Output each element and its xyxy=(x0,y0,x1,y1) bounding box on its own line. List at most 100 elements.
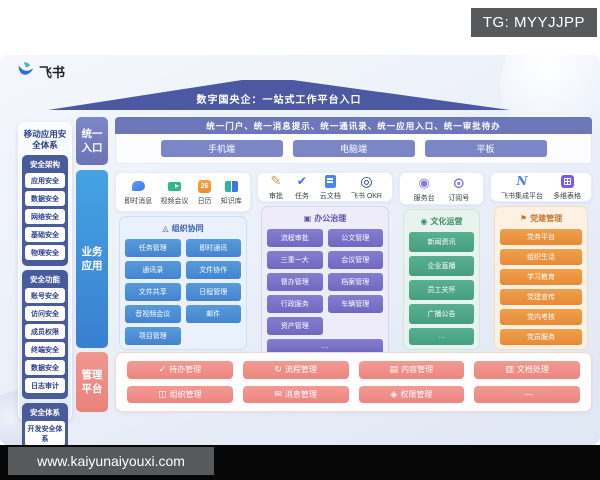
feature-button[interactable]: 项目管理 xyxy=(125,327,181,345)
feature-button[interactable]: … xyxy=(409,328,474,345)
app-shortcut[interactable]: 多维表格 xyxy=(553,173,581,201)
app-shortcut[interactable]: 飞书集成平台 xyxy=(501,173,543,201)
device-button[interactable]: 平板 xyxy=(424,140,547,157)
app-label: 视频会议 xyxy=(160,198,189,205)
management-platform-label: 管理平台 xyxy=(76,352,108,412)
card-title: 办公治理 xyxy=(314,214,347,223)
feature-button[interactable]: 资产管理 xyxy=(267,317,323,335)
security-item[interactable]: 访问安全 xyxy=(25,306,65,322)
app-shortcut[interactable]: 视频会议 xyxy=(160,178,188,206)
card-header: 办公治理 xyxy=(267,213,383,224)
security-section-title: 安全功能 xyxy=(30,275,60,285)
card-items: 流程审批公文管理三重一大会议管理督办管理档案管理行政服务车辆管理资产管理 … xyxy=(267,229,383,354)
bottom-band: www.kaiyunaiyouxi.com xyxy=(0,445,600,480)
security-item[interactable]: 开发安全体系 xyxy=(25,421,65,445)
management-button[interactable]: 组织管理 xyxy=(127,385,233,403)
management-button[interactable]: 待办管理 xyxy=(127,361,233,379)
feature-button[interactable]: 党内考核 xyxy=(500,309,582,325)
card-items: 任务管理即时通讯通讯录文件协作文件共享日程管理音视频会议邮件项目管理 xyxy=(125,239,241,345)
security-item[interactable]: 日志审计 xyxy=(25,378,65,394)
unified-entry-bar: 统一门户、统一消息提示、统一通讯录、统一应用入口、统一审批待办 xyxy=(115,117,592,134)
security-item[interactable]: 网络安全 xyxy=(25,209,65,225)
app-shortcut[interactable]: 即时消息 xyxy=(124,178,152,206)
button-label: 流程管理 xyxy=(284,365,317,375)
feature-button[interactable]: 员工关怀 xyxy=(409,280,474,300)
security-item[interactable]: 成员权限 xyxy=(25,324,65,340)
security-item[interactable]: 账号安全 xyxy=(25,288,65,304)
app-shortcut[interactable]: 26 日历 xyxy=(197,178,213,206)
feature-button[interactable]: 新闻资讯 xyxy=(409,232,474,252)
management-button[interactable]: 流程管理 xyxy=(242,361,349,379)
feature-button[interactable]: 行政服务 xyxy=(267,295,323,313)
feature-button[interactable]: 学习教育 xyxy=(500,269,582,285)
feature-button[interactable]: 文件共享 xyxy=(125,283,181,301)
feature-button[interactable]: 会议管理 xyxy=(327,251,383,269)
feature-button[interactable]: 三重一大 xyxy=(267,251,323,269)
roof-title: 数字国央企：一站式工作平台入口 xyxy=(196,95,362,106)
device-button[interactable]: 电脑端 xyxy=(292,140,415,157)
security-item[interactable]: 数据安全 xyxy=(25,360,65,376)
app-shortcut[interactable]: 云文档 xyxy=(320,173,341,201)
security-item[interactable]: 物理安全 xyxy=(25,245,65,261)
org-icon xyxy=(158,389,167,400)
feature-button[interactable]: 任务管理 xyxy=(125,239,181,257)
unified-entry-block: 统一门户、统一消息提示、统一通讯录、统一应用入口、统一审批待办 手机端电脑端平板 xyxy=(115,117,592,164)
app-shortcut[interactable]: 审批 xyxy=(268,173,284,201)
management-button[interactable]: 文档处理 xyxy=(474,361,580,379)
card-header: 党建管理 xyxy=(500,213,582,224)
feature-button[interactable]: 督办管理 xyxy=(267,273,323,291)
feature-button[interactable]: 通讯录 xyxy=(125,261,181,279)
feature-button[interactable]: 车辆管理 xyxy=(327,295,383,313)
app-shortcut[interactable]: 服务台 xyxy=(414,175,435,203)
feature-button[interactable]: 音视频会议 xyxy=(125,305,181,323)
app-label: 任务 xyxy=(294,193,309,200)
card-items: 新闻资讯企业直播员工关怀广播公告 … xyxy=(409,232,474,345)
security-section-title: 安全架构 xyxy=(30,160,60,170)
app-label: 云文档 xyxy=(319,193,341,200)
app-shortcut[interactable]: 任务 xyxy=(294,173,310,201)
button-label: — xyxy=(524,389,533,399)
app-shortcut[interactable]: 订阅号 xyxy=(448,175,469,203)
device-button[interactable]: 手机端 xyxy=(160,140,283,157)
feature-button[interactable]: 党员服务 xyxy=(500,329,582,345)
management-button[interactable]: — xyxy=(474,385,580,403)
management-panel: 待办管理 流程管理 内容管理 文档处理 xyxy=(115,352,592,412)
feature-button[interactable]: 党建宣传 xyxy=(500,289,582,305)
security-item[interactable]: 终端安全 xyxy=(25,342,65,358)
app-shortcut[interactable]: 飞书 OKR xyxy=(351,173,382,201)
feature-button[interactable]: 党务平台 xyxy=(500,229,582,245)
message-icon xyxy=(274,389,282,400)
management-button[interactable]: 消息管理 xyxy=(242,385,349,403)
feature-button[interactable]: 公文管理 xyxy=(327,229,383,247)
column-governance: 审批 任务 云文档 xyxy=(257,172,393,359)
feature-button[interactable]: 流程审批 xyxy=(267,229,323,247)
feature-button[interactable]: 组织生活 xyxy=(500,249,582,265)
app-label: 服务台 xyxy=(413,194,435,202)
feature-button[interactable]: 邮件 xyxy=(185,305,241,323)
integration-icon xyxy=(514,173,530,189)
feature-button[interactable]: 广播公告 xyxy=(409,304,474,324)
management-button[interactable]: 内容管理 xyxy=(358,361,465,379)
feature-button[interactable]: 档案管理 xyxy=(327,273,383,291)
app-label: 即时消息 xyxy=(124,198,153,205)
app-shortcut[interactable]: 知识库 xyxy=(221,178,242,206)
feature-button[interactable]: 日程管理 xyxy=(185,283,241,301)
security-item[interactable]: 基础安全 xyxy=(25,227,65,243)
chat-icon xyxy=(130,178,146,194)
button-label: 待办管理 xyxy=(169,365,202,375)
feature-button[interactable]: 文件协作 xyxy=(185,261,241,279)
feature-button[interactable]: 企业直播 xyxy=(409,256,474,276)
feature-button[interactable]: … xyxy=(267,339,383,354)
check-icon xyxy=(294,173,310,189)
apps-panel: 审批 任务 云文档 xyxy=(257,172,393,202)
calendar-icon: 26 xyxy=(197,178,213,194)
feature-button[interactable]: 即时通讯 xyxy=(185,239,241,257)
management-button[interactable]: 权限管理 xyxy=(358,385,465,403)
card-title: 文化运营 xyxy=(430,217,463,226)
button-label: 文档处理 xyxy=(516,365,549,375)
security-item[interactable]: 数据安全 xyxy=(25,191,65,207)
security-item[interactable]: 应用安全 xyxy=(25,173,65,189)
card-title: 组织协同 xyxy=(171,224,204,233)
todo-icon xyxy=(159,364,167,375)
